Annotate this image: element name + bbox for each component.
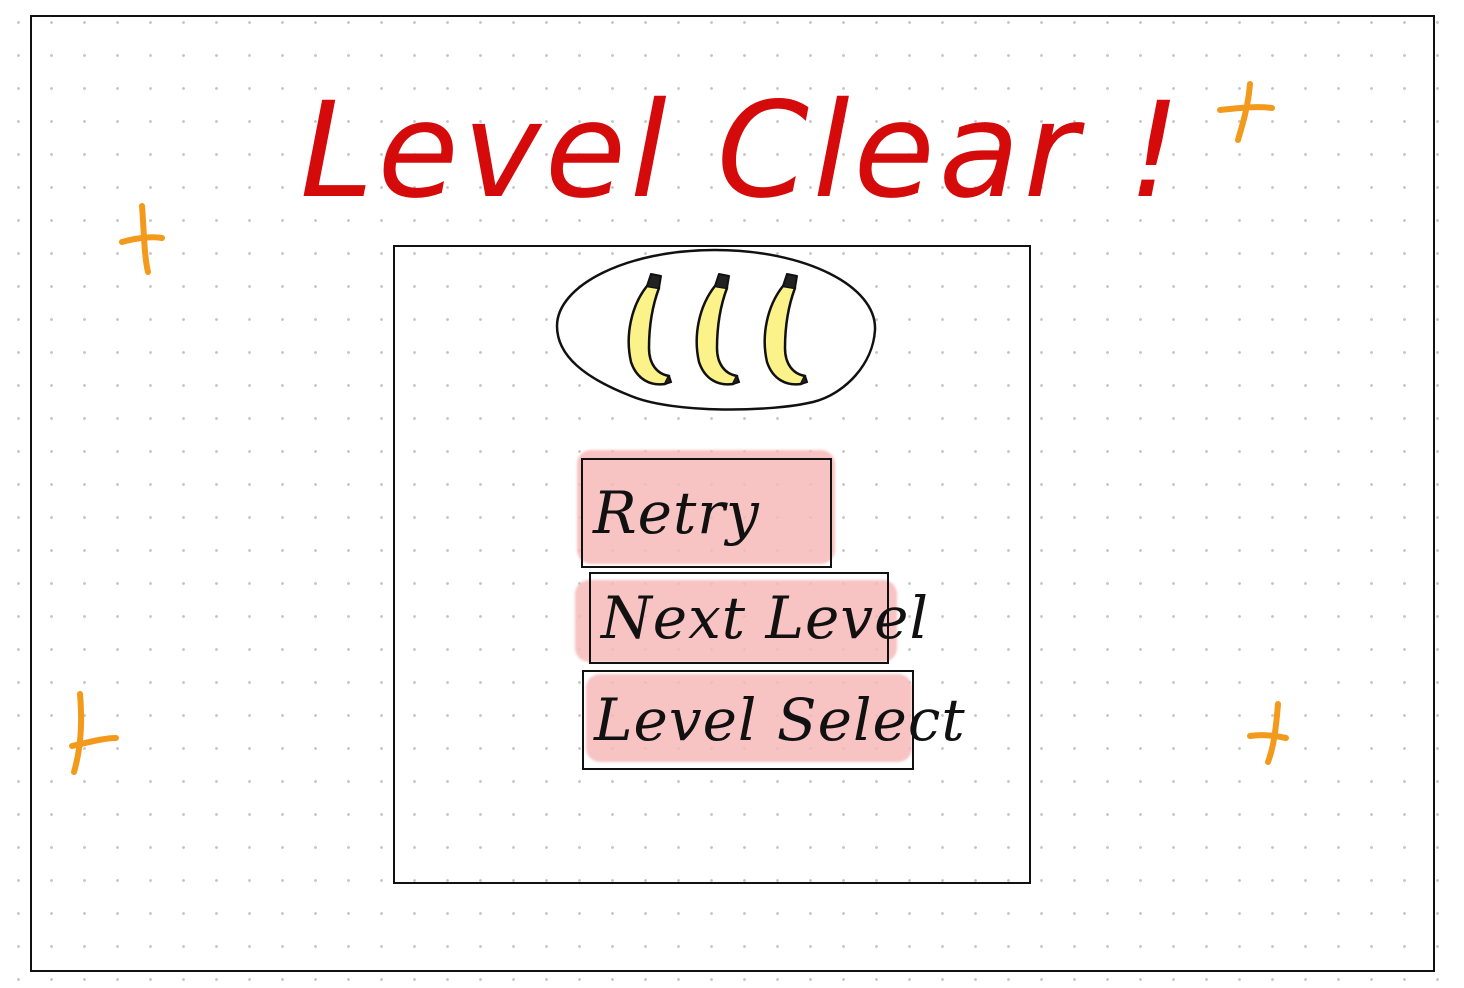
sparkle-icon — [62, 688, 132, 778]
sparkle-icon — [110, 200, 180, 290]
reward-display — [555, 246, 879, 414]
retry-button[interactable]: Retry — [577, 450, 835, 568]
banana-icon — [763, 273, 809, 386]
level-select-button[interactable]: Level Select — [582, 670, 965, 770]
sparkle-icon — [1240, 698, 1310, 788]
level-clear-title: Level Clear ! — [300, 68, 1181, 228]
level-select-highlight — [586, 674, 912, 762]
title-text: Level Clear ! — [300, 74, 1185, 228]
sparkle-icon — [1210, 78, 1280, 168]
next-level-button[interactable]: Next Level — [575, 572, 928, 664]
banana-icon — [627, 273, 673, 386]
retry-highlight — [577, 450, 835, 564]
retry-label: Retry — [593, 479, 760, 547]
level-clear-dialog — [393, 245, 1031, 884]
retry-border — [581, 458, 832, 568]
next-level-highlight — [575, 580, 897, 662]
next-level-label: Next Level — [601, 584, 930, 652]
screen-frame — [30, 15, 1435, 972]
level-select-border — [582, 670, 914, 770]
level-select-label: Level Select — [594, 686, 966, 754]
banana-icon — [695, 273, 741, 386]
next-level-border — [589, 572, 889, 664]
